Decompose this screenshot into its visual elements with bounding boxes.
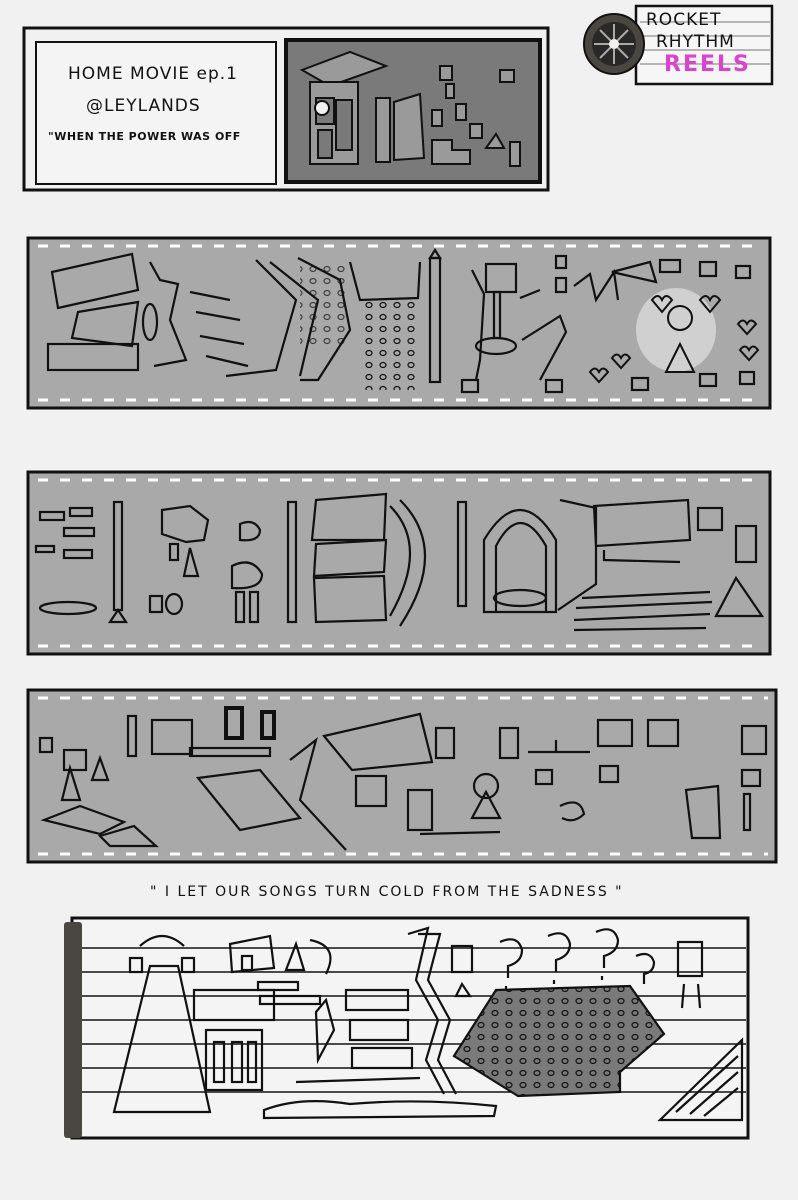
title-line-1: HOME MOVIE ep.1	[68, 64, 238, 84]
caption: " I LET OUR SONGS TURN COLD FROM THE SAD…	[150, 884, 624, 900]
film-strip-3	[26, 688, 778, 864]
title-line-3: "WHEN THE POWER WAS OFF	[48, 130, 241, 143]
film-strip-1	[26, 236, 772, 410]
title-frame	[22, 26, 550, 192]
bottom-panel	[64, 916, 750, 1140]
logo-line-1: ROCKET	[646, 10, 722, 30]
logo-line-2: RHYTHM	[656, 32, 735, 52]
logo-line-3: REELS	[664, 52, 751, 77]
film-strip-2	[26, 470, 772, 656]
logo	[583, 4, 774, 86]
title-line-2: @LEYLANDS	[86, 96, 201, 116]
